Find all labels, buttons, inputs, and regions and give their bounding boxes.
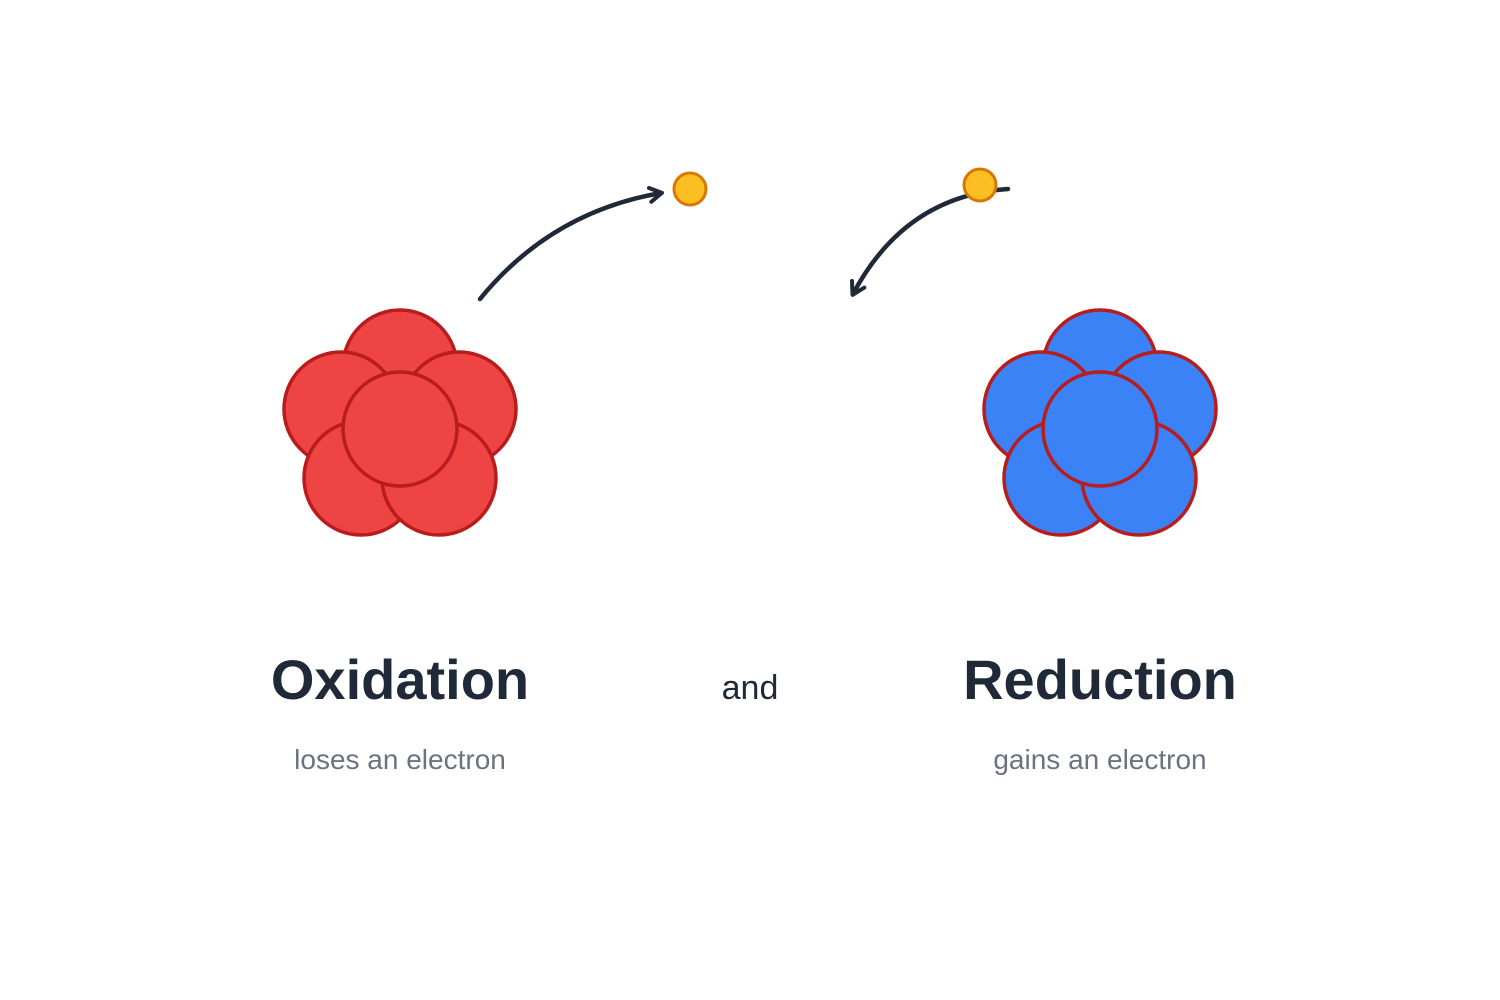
- electron-released-icon: [672, 171, 708, 207]
- electron-out-arrow-icon: [477, 185, 664, 302]
- electron-in-arrow-icon: [849, 186, 1011, 297]
- reduction-title: Reduction: [963, 648, 1237, 711]
- oxidation-title: Oxidation: [270, 648, 530, 711]
- oxidation-atom-icon: [282, 308, 518, 537]
- oxidation-subtitle: loses an electron: [294, 744, 506, 775]
- reduction-atom-icon: [982, 308, 1218, 537]
- connector-word: and: [721, 669, 779, 707]
- reduction-subtitle: gains an electron: [993, 744, 1207, 775]
- electron-gained-icon: [962, 167, 998, 203]
